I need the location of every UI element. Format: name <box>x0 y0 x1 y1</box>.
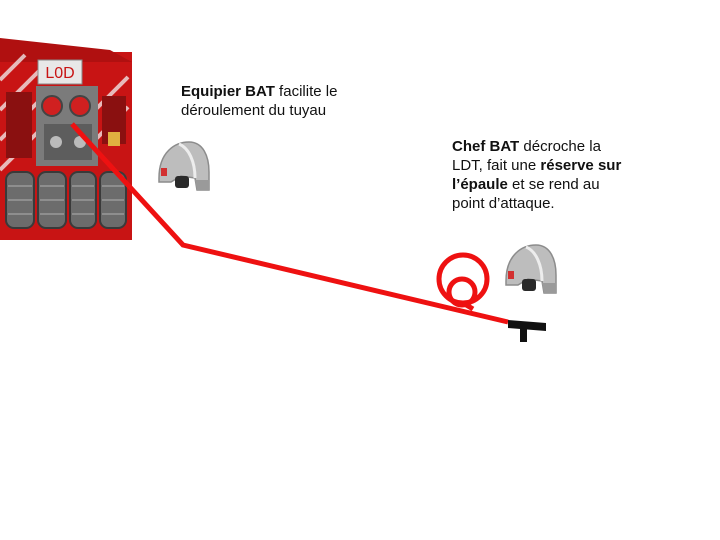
hose-nozzle-icon <box>508 320 546 342</box>
firefighter-helmet-icon <box>158 141 210 191</box>
caption-chef-role: Chef BAT <box>452 138 520 155</box>
caption-chef: Chef BAT décroche la LDT, fait une réser… <box>452 137 632 213</box>
caption-chef-text-1: décroche la LDT, fait une <box>452 138 601 174</box>
caption-chef-emphasis: réserve sur l’épaule <box>452 157 622 193</box>
hose-coil-icon <box>436 252 490 312</box>
caption-equipier-role: Equipier BAT <box>181 83 275 100</box>
caption-equipier: Equipier BAT facilite le déroulement du … <box>181 82 381 120</box>
caption-chef-text-2: et se rend au point d’attaque. <box>452 176 600 212</box>
firefighter-helmet-icon <box>505 244 557 294</box>
caption-equipier-text: facilite le déroulement du tuyau <box>181 83 338 119</box>
fire-truck-icon: L0D <box>0 38 132 240</box>
hose-line <box>70 122 509 325</box>
truck-plate: L0D <box>45 65 74 82</box>
